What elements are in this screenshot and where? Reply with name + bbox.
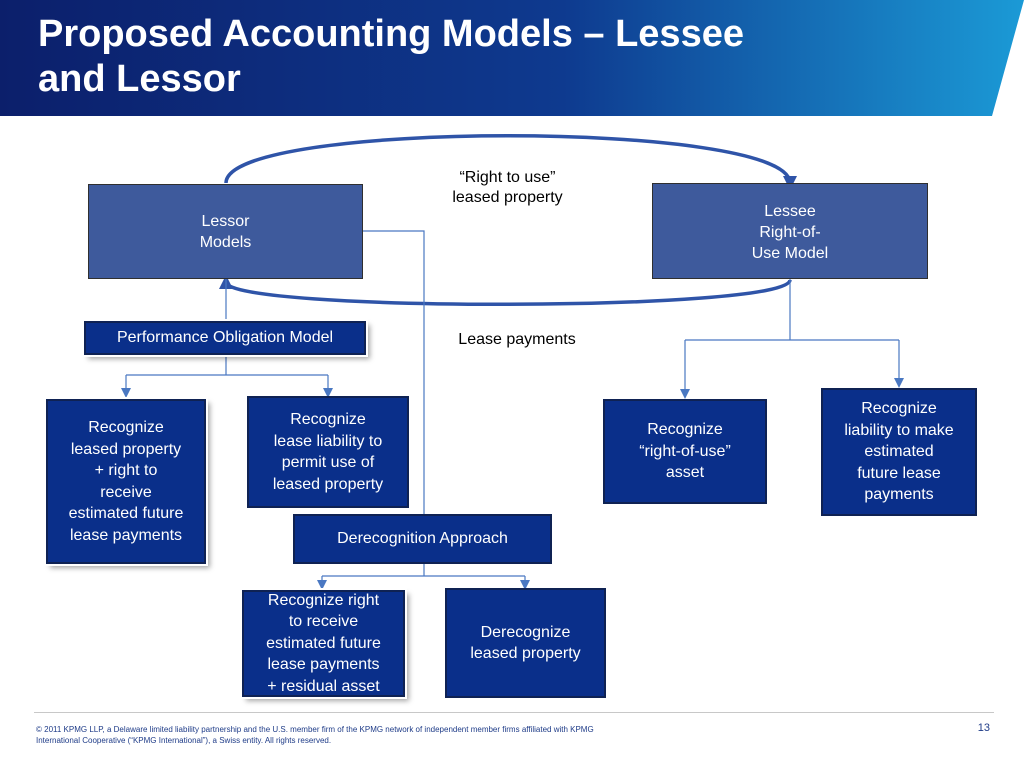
derec-recognize-right-box: Recognize right to receive estimated fut… [240,588,407,699]
title-banner: Proposed Accounting Models – Lessee and … [0,0,1024,116]
copyright-line-1: © 2011 KPMG LLP, a Delaware limited liab… [36,725,594,734]
right-to-use-arrow [224,134,797,190]
footer-divider [34,712,994,713]
po-asset-line-1: Recognize [88,419,164,436]
lessee-rou-asset-box: Recognize “right-of-use” asset [603,399,767,504]
copyright-notice: © 2011 KPMG LLP, a Delaware limited liab… [36,724,676,746]
rou-asset-line-1: Recognize [647,421,723,439]
po-asset-line-6: lease payments [69,526,183,544]
po-asset-line-5: estimated future [68,505,184,522]
lessee-liability-line-5: payments [864,486,934,504]
lessee-liability-line-2: liability to make [844,421,954,439]
po-asset-line-3: + right to [94,462,158,479]
lease-payments-text: Lease payments [458,331,576,348]
performance-obligation-label: Performance Obligation Model [116,329,334,347]
lessee-box-line-2: Right-of- [759,224,821,241]
lessor-box-line-1: Lessor [201,213,250,230]
right-to-use-line-2: leased property [452,189,563,206]
derecognize-line-2: leased property [470,645,581,662]
derec-right-line-1: Recognize right [267,591,380,609]
po-recognize-asset-box: Recognize leased property + right to rec… [44,397,208,566]
lessor-box-line-2: Models [199,234,252,251]
po-asset-line-2: leased property [70,440,182,458]
lessee-liability-line-3: estimated [864,443,934,461]
lessor-to-derec-line [362,230,425,514]
po-liability-line-2: lease liability to [273,432,383,450]
derec-right-line-3: estimated future [266,634,381,652]
po-liability-line-3: permit use of [281,454,375,471]
banner-background [0,0,1024,116]
po-asset-line-4: receive [100,483,152,501]
po-liability-line-4: leased property [272,475,384,493]
performance-obligation-model-box: Performance Obligation Model [82,319,368,357]
lease-payments-arrow [219,275,792,306]
title-line-1: Proposed Accounting Models – Lessee [38,13,744,55]
derecognize-leased-property-box: Derecognize leased property [445,588,606,698]
page-title: Proposed Accounting Models – Lessee and … [38,12,938,102]
derecognition-approach-box: Derecognition Approach [293,514,552,564]
lease-payments-label: Lease payments [432,330,602,350]
derecognize-line-1: Derecognize [480,623,571,641]
lessee-liability-line-4: future lease [857,464,941,482]
lessee-liability-box: Recognize liability to make estimated fu… [821,388,977,516]
derecognition-approach-label: Derecognition Approach [337,530,508,548]
lessor-models-box: Lessor Models [88,184,363,279]
derec-right-line-5: + residual asset [267,677,380,695]
lessee-box-line-3: Use Model [751,245,829,262]
lessee-box-line-1: Lessee [764,203,816,220]
lessee-rou-model-box: Lessee Right-of- Use Model [652,183,928,279]
lessee-liability-line-1: Recognize [861,400,937,418]
rou-asset-line-2: “right-of-use” [639,442,731,460]
derec-right-line-2: to receive [288,613,359,631]
rou-asset-line-3: asset [665,464,705,482]
po-recognize-liability-box: Recognize lease liability to permit use … [247,396,409,508]
po-liability-line-1: Recognize [290,411,366,428]
right-to-use-label: “Right to use” leased property [420,168,595,208]
copyright-line-2: International Cooperative (“KPMG Interna… [36,736,332,745]
right-to-use-line-1: “Right to use” [459,169,556,186]
page-number: 13 [977,722,990,734]
derec-right-line-4: lease payments [267,656,380,674]
title-line-2: and Lessor [38,58,241,100]
